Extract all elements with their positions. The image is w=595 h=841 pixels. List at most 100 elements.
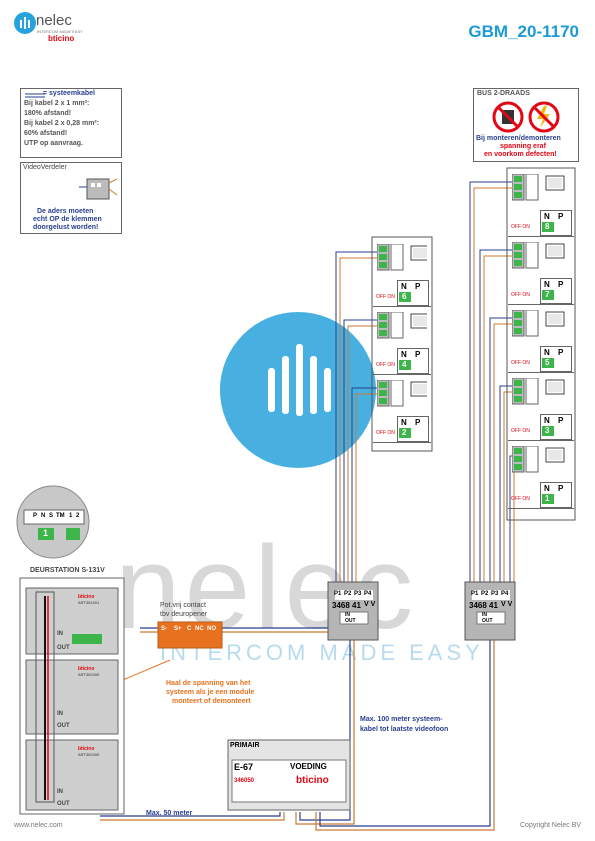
bus-warning-text: Bij monteren/demonteren [476,135,561,142]
contact-title: Pot.vrij contact [160,602,206,609]
legend-title: = systeemkabel [43,90,95,97]
monitor-terminal-icon [377,312,427,339]
legend-line: 60% afstand! [24,130,68,137]
distributor-out: OUT [482,618,493,624]
power-note: Haal de spanning van het [166,680,251,687]
n-label: N [544,348,550,357]
bus-warning-text: spanning eraf [500,143,546,150]
doc-code: GBM_20-1170 [468,22,579,41]
psu-primair: PRIMAIR [230,742,260,749]
doorstation-out: OUT [57,801,70,807]
monitor-unit: OFF ON N P 4 [373,308,431,375]
distance-note-100: kabel tot laatste videofoon [360,726,449,733]
doorstation-in: IN [57,711,63,717]
n-label: N [401,282,407,291]
terminal-label-2: 2 [76,513,80,519]
monitor-address: 3 [545,426,550,435]
monitor-unit: OFF ON N P 6 [373,240,431,307]
doorstation-in: IN [57,789,63,795]
module-logo: bticino [78,746,95,752]
contact-title: tbv deuropener [160,611,208,618]
contact-terminal: NO [207,626,216,632]
distributor-model: 3468 41 [332,601,361,610]
legend-line: 180% afstand! [24,110,72,117]
monitor-unit: OFF ON N P 5 [508,306,574,373]
monitor-address-badge: 2 [399,428,411,438]
monitor-unit: OFF ON N P 7 [508,238,574,305]
terminal-zoom [16,485,90,559]
np-switch-box [540,414,572,440]
monitor-address-badge: 3 [542,426,554,436]
doorstation-in: IN [57,631,63,637]
monitor-terminal-icon [512,378,565,405]
p-label: P [415,350,421,359]
n-label: N [401,418,407,427]
no-power-warning-icon [492,101,560,133]
np-switch-box [397,348,429,374]
np-switch-box [540,346,572,372]
legend-line: Bij kabel 2 x 0,28 mm²: [24,120,100,127]
left-riser-wires [335,251,385,583]
doorstation-out: OUT [57,723,70,729]
distributor-vv: V V [364,601,376,608]
distance-note-50: Max. 50 meter [146,810,193,817]
footer-website: www.nelec.com [14,822,63,829]
power-note: systeem als je een module [166,689,255,696]
np-switch-box [540,210,572,236]
off-on-label: OFF ON [376,362,395,368]
n-label: N [544,416,550,425]
right-monitor-stack [506,167,576,521]
doorstation-title: DEURSTATION S-131V [30,567,105,574]
module-code: ART352000 [78,752,100,757]
monitor-terminal-icon [512,310,565,337]
psu-logo: bticino [296,775,329,786]
off-on-label: OFF ON [511,496,530,502]
np-switch-box [540,278,572,304]
partner-logo: bticino [48,34,75,43]
monitor-address: 8 [545,222,550,231]
module-logo: bticino [78,666,95,672]
distance-note-100: Max. 100 meter systeem- [360,716,443,723]
terminal-label-1: 1 [69,513,73,519]
p-label: P [558,212,564,221]
distributor-in: IN [345,612,350,618]
monitor-unit: OFF ON N P 2 [373,376,431,443]
distributor-port: P3 [354,591,362,597]
distributor-in: IN [482,612,487,618]
terminal-number: 1 [43,528,49,538]
distributor-port: P4 [501,591,509,597]
monitor-address-badge: 1 [542,494,554,504]
doorstation-frame [19,577,125,815]
terminal-label-tm: TM [56,513,65,519]
terminal-label-s: S [49,513,54,519]
videoverdeler-note: echt OP de klemmen [33,216,102,223]
psu-unit [227,739,351,811]
distributor-right [464,581,516,641]
power-note: monteert of demonteert [172,698,251,705]
off-on-label: OFF ON [511,292,530,298]
monitor-terminal-icon [512,446,565,473]
monitor-address-badge: 4 [399,360,411,370]
monitor-terminal-icon [512,242,565,269]
p-label: P [415,418,421,427]
footer-copyright: Copyright Nelec BV [520,822,582,829]
off-on-label: OFF ON [511,428,530,434]
distributor-vv: V V [501,601,513,608]
n-label: N [401,350,407,359]
monitor-address: 4 [402,360,407,369]
off-on-label: OFF ON [511,224,530,230]
np-switch-box [397,416,429,442]
contact-terminal: S- [161,626,167,632]
psu-part: 346050 [234,778,255,784]
off-on-label: OFF ON [376,294,395,300]
distributor-port: P1 [471,591,479,597]
distributor-out: OUT [345,618,356,624]
distributor-mini-icon [79,178,117,200]
contact-terminal: C [187,626,192,632]
monitor-terminal-icon [377,380,427,407]
monitor-address: 5 [545,358,550,367]
brand-tagline: INTERCOM MADE EASY [37,29,83,34]
p-label: P [558,348,564,357]
p-label: P [415,282,421,291]
